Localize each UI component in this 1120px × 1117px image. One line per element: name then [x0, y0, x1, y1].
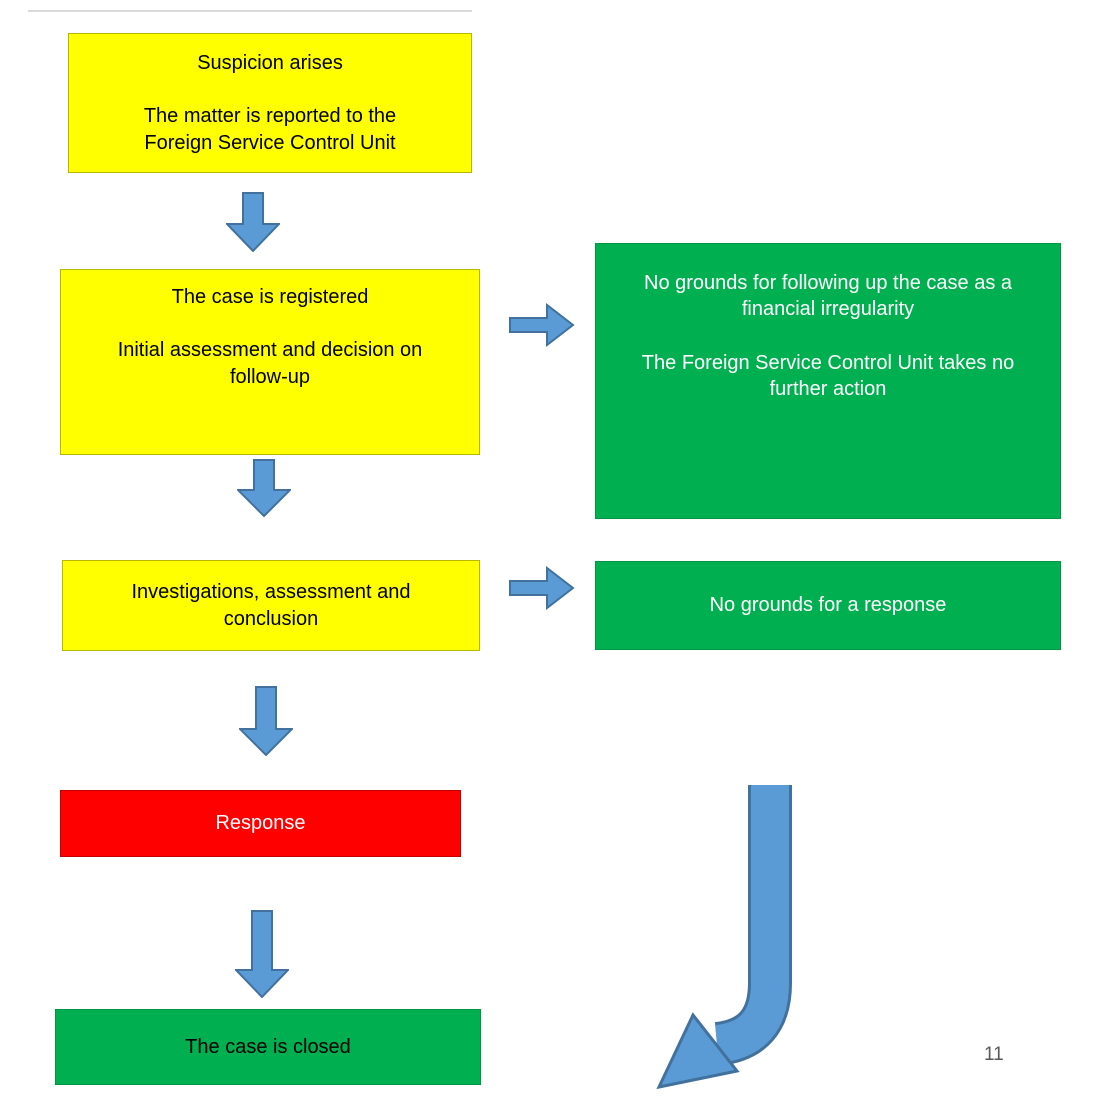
response-line1: Response: [215, 812, 306, 835]
page-number: 11: [984, 1044, 1004, 1065]
flow-box-no-follow-up: No grounds for following up the case as …: [595, 243, 1061, 519]
suspicion-line1: Suspicion arises: [197, 51, 343, 74]
flow-box-investigations: Investigations, assessment and conclusio…: [62, 560, 480, 651]
right-arrow-icon: [509, 303, 575, 347]
no-response-line1: No grounds for a response: [709, 594, 947, 617]
flow-box-response: Response: [60, 790, 461, 857]
flow-arrow-down-3: [239, 686, 293, 756]
flow-arrow-down-4: [235, 910, 289, 998]
no-follow-up-line1: No grounds for following up the case as …: [644, 272, 1012, 321]
down-arrow-icon: [239, 686, 293, 756]
registered-line2: Initial assessment and decision on follo…: [117, 339, 423, 388]
no-follow-up-line2: The Foreign Service Control Unit takes n…: [641, 351, 1015, 401]
curved-arrow-shaft: [714, 785, 789, 1063]
closed-line1: The case is closed: [185, 1035, 351, 1058]
flow-arrow-down-2: [237, 459, 291, 517]
flow-box-suspicion: Suspicion arises The matter is reported …: [68, 33, 472, 173]
curved-arrow-head: [656, 1012, 740, 1090]
flow-arrow-down-1: [226, 192, 280, 252]
down-arrow-icon: [237, 459, 291, 517]
flow-box-registered: The case is registered Initial assessmen…: [60, 269, 480, 455]
down-arrow-icon: [235, 910, 289, 998]
flow-box-closed: The case is closed: [55, 1009, 481, 1085]
top-divider: [28, 10, 472, 12]
investigations-line1: Investigations, assessment and conclusio…: [131, 581, 411, 630]
right-arrow-icon: [509, 566, 575, 610]
flow-arrow-right-1: [509, 303, 575, 347]
suspicion-line2: The matter is reported to the Foreign Se…: [143, 105, 397, 154]
flow-box-no-response: No grounds for a response: [595, 561, 1061, 650]
flow-arrow-right-2: [509, 566, 575, 610]
flow-arrow-curved-down: [645, 781, 795, 1093]
down-arrow-icon: [226, 192, 280, 252]
registered-line1: The case is registered: [171, 286, 369, 308]
